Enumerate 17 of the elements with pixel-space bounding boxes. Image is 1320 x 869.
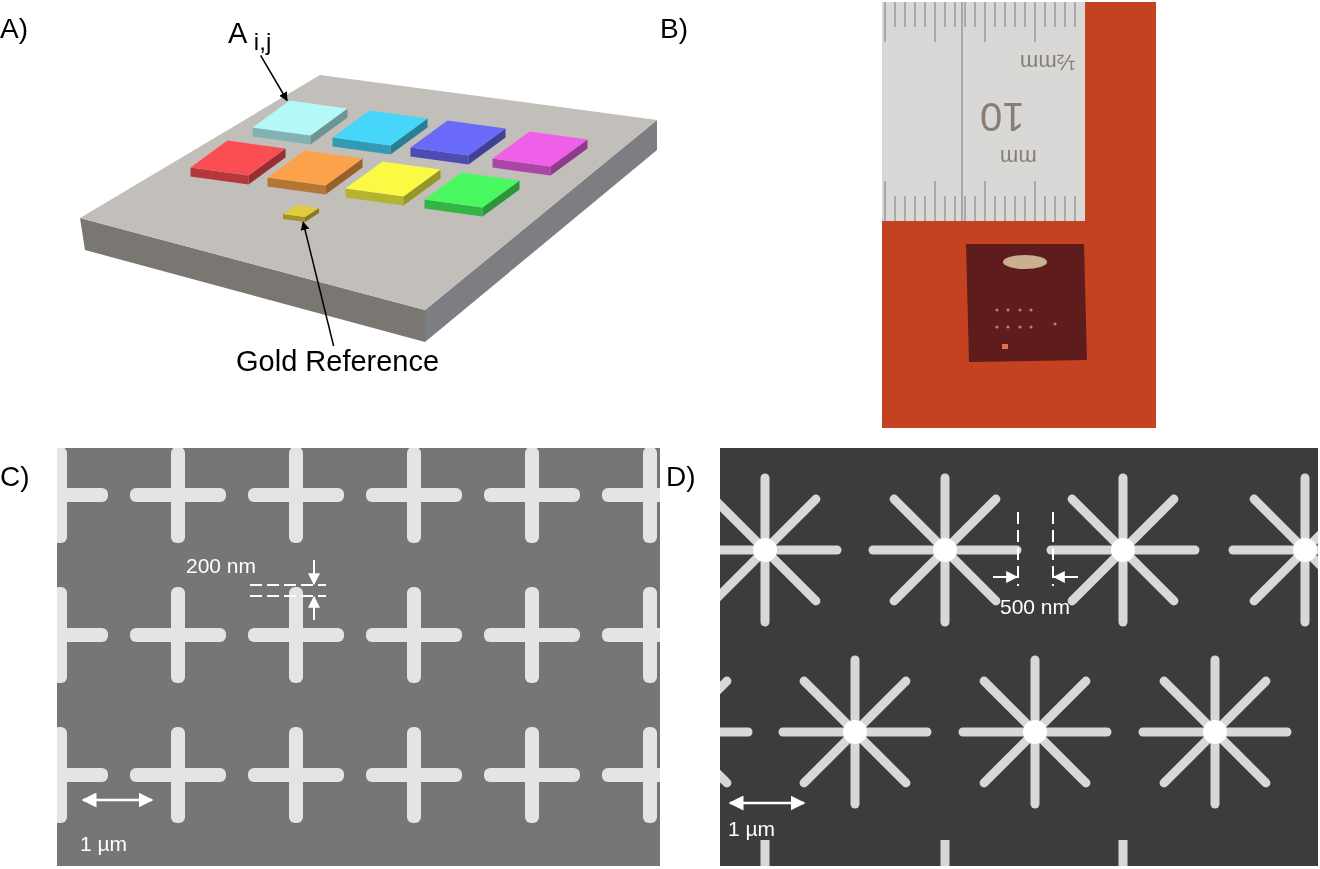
leader-line <box>300 221 335 347</box>
panel-label: C) <box>0 462 30 493</box>
sample-pad <box>252 100 348 145</box>
scale-label: 1 µm <box>728 817 776 841</box>
ruler-marking: ½mm <box>1020 50 1075 75</box>
ruler-marking: 10 <box>980 95 1025 139</box>
ruler-marking: mm <box>1000 145 1037 170</box>
callout-label: A $_{i,j}$ <box>228 18 272 56</box>
scale-label: 200 nm <box>186 554 257 578</box>
scale-label: 1 µm <box>80 832 128 856</box>
leader-line <box>259 54 288 102</box>
panel-label: D) <box>666 462 696 493</box>
panel-label: B) <box>660 14 688 45</box>
scale-label: 500 nm <box>1000 595 1071 619</box>
panel-label: A) <box>0 14 28 45</box>
reference-pad <box>283 205 319 222</box>
callout-label: Gold Reference <box>236 346 440 378</box>
